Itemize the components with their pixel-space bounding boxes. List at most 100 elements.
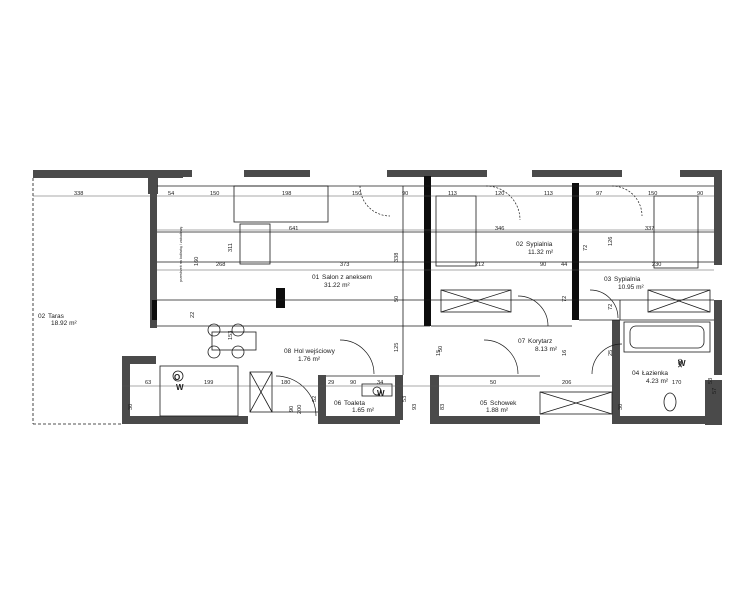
door-bedroom-1-corridor (517, 295, 549, 327)
dim-bottom-row: 63 199 180 29 90 34 50 206 170 (145, 380, 681, 386)
dim-v-12: 25 (608, 350, 614, 356)
dim-bottom-4: 90 (350, 380, 356, 386)
wall-top-window-left (158, 170, 192, 177)
room-living: 01 Salon z aneksem 31.22 m² (312, 274, 372, 289)
room-bathroom: 04 Łazienka 4.23 m² (632, 370, 669, 385)
dim-row3-1: 373 (340, 262, 349, 268)
dining-table (211, 331, 257, 351)
svg-text:Hol wejściowy: Hol wejściowy (294, 348, 336, 355)
dim-v-9: 126 (608, 237, 614, 246)
dim-top-9: 97 (596, 191, 602, 197)
dim-row3-5: 230 (652, 262, 661, 268)
dim-top-4: 150 (352, 191, 361, 197)
room-terrace: 02 Taras 18.92 m² (38, 313, 77, 327)
wall-top-right (680, 170, 722, 177)
dim-top-8: 113 (544, 191, 553, 197)
svg-text:02: 02 (516, 241, 524, 248)
room-corridor: 07 Korytarz 8.13 m² (518, 338, 558, 353)
column-1 (424, 176, 431, 326)
svg-text:01: 01 (312, 274, 320, 281)
dim-top-7: 120 (495, 191, 504, 197)
svg-text:1.65 m²: 1.65 m² (352, 407, 375, 414)
dim-row3-4: 44 (561, 262, 567, 268)
wardrobe-hall (249, 371, 273, 413)
svg-text:Schowek: Schowek (490, 400, 517, 407)
svg-text:Łazienka: Łazienka (642, 370, 668, 377)
wall-bottom-left-vert (122, 364, 130, 424)
wall-storage-left (430, 375, 439, 420)
svg-text:Salon z aneksem: Salon z aneksem (322, 274, 372, 281)
washer-mark-kitchen: W (176, 383, 184, 392)
wall-top-mid-right (532, 170, 622, 177)
washer-mark-bath: W (678, 359, 686, 368)
wall-living-left (150, 188, 157, 328)
door-corridor-2 (483, 339, 519, 375)
svg-text:Toaleta: Toaleta (344, 400, 365, 407)
wall-bottom-storage (430, 416, 540, 424)
dim-top-10: 150 (648, 191, 657, 197)
dim-v-19: 50 (438, 346, 444, 352)
dim-v-3: 153 (228, 331, 234, 340)
room-labels: 02 Taras 18.92 m² 01 Salon z aneksem 31.… (38, 241, 669, 414)
dim-v-21: 30 (128, 404, 134, 410)
dim-top-row: 338 54 150 198 150 90 113 120 113 97 150… (74, 191, 703, 197)
door-bedroom-2 (611, 185, 643, 217)
dim-v-7: 72 (562, 296, 568, 302)
wall-bottom-left (122, 356, 156, 364)
wall-right-bottom (705, 380, 722, 425)
dim-bottom-7: 206 (562, 380, 571, 386)
wall-bath-left (612, 320, 620, 420)
svg-text:04: 04 (632, 370, 640, 377)
svg-text:11.32 m²: 11.32 m² (528, 249, 554, 256)
walls (33, 170, 722, 425)
svg-text:18.92 m²: 18.92 m² (51, 320, 77, 327)
dim-row-3: 268 373 212 90 44 230 (216, 262, 661, 268)
svg-text:4.23 m²: 4.23 m² (646, 378, 669, 385)
room-bedroom-2: 03 Sypialnia 10.95 m² (604, 276, 644, 291)
partitions (32, 178, 714, 425)
wardrobe-2 (647, 289, 711, 313)
svg-text:Taras: Taras (48, 313, 65, 320)
dim-v-5: 125 (394, 343, 400, 352)
columns (152, 176, 579, 326)
dim-v-11: 16 (562, 350, 568, 356)
bed-1 (435, 195, 477, 267)
wall-top-left-corner (148, 178, 158, 194)
dim-v-6: 50 (394, 296, 400, 302)
dim-v-18: 93 (412, 404, 418, 410)
dim-v-13: 72 (583, 245, 589, 251)
wall-top-terrace (33, 170, 183, 178)
column-3 (276, 288, 285, 308)
entrance-width: 90 (289, 406, 295, 412)
dim-bottom-0: 63 (145, 380, 151, 386)
svg-text:03: 03 (604, 276, 612, 283)
dim-top-5: 90 (402, 191, 408, 197)
dim-row2-1: 346 (495, 226, 504, 232)
terrace-outline (32, 178, 122, 425)
svg-text:Sypialnia: Sypialnia (614, 276, 641, 283)
dim-bottom-3: 29 (328, 380, 334, 386)
wall-bottom-kitchen (130, 416, 248, 424)
wardrobe-storage (539, 391, 613, 415)
dim-bottom-1: 199 (204, 380, 213, 386)
dim-v-14: 72 (608, 304, 614, 310)
column-2 (572, 183, 579, 320)
room-toilet: 06 Toaleta 1.65 m² (334, 400, 375, 414)
wall-toilet-right (395, 375, 403, 420)
dim-v-23: 57 (712, 388, 718, 394)
svg-text:8.13 m²: 8.13 m² (535, 346, 558, 353)
svg-text:Sypialnia: Sypialnia (526, 241, 553, 248)
dim-v-17: 83 (440, 404, 446, 410)
wall-right-lower (714, 300, 722, 375)
dim-top-2: 150 (210, 191, 219, 197)
svg-text:1.76 m²: 1.76 m² (298, 356, 321, 363)
dim-v-20: 30 (618, 404, 624, 410)
dim-v-10: 15 (436, 350, 442, 356)
dim-top-1: 54 (168, 191, 174, 197)
oven-mark: O (174, 373, 180, 382)
wall-right-upper (714, 175, 722, 265)
dim-row2-0: 641 (289, 226, 298, 232)
dim-v-4: 22 (190, 312, 196, 318)
room-bedroom-1: 02 Sypialnia 11.32 m² (516, 241, 554, 256)
